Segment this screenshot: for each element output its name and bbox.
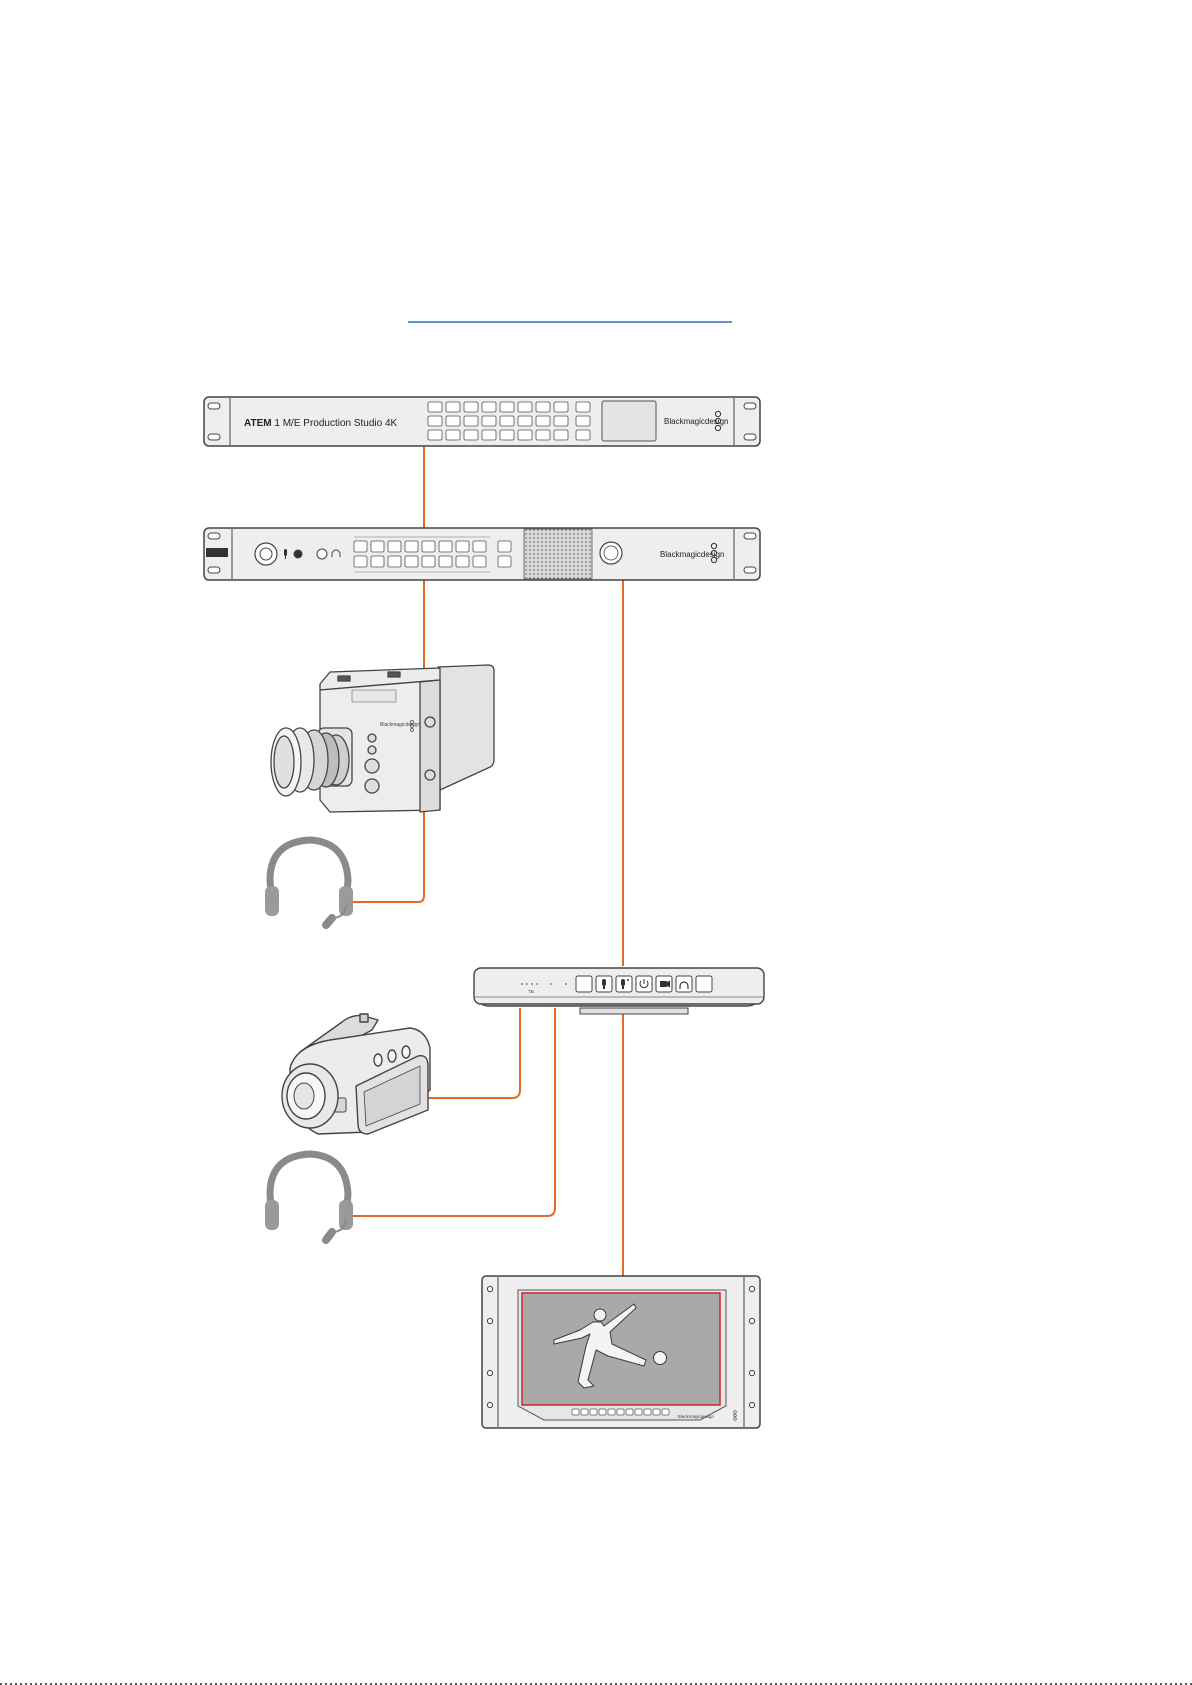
monitor-button-row (572, 1409, 669, 1415)
talkback-indicator: TB (528, 989, 534, 994)
headset-icon (265, 1154, 353, 1240)
talkback-unit: TB (474, 968, 764, 1014)
headset-icon (265, 840, 353, 925)
rack-monitor: Blackmagicdesign (482, 1276, 760, 1428)
camera-hood (438, 665, 494, 790)
talkback-button-7 (696, 976, 712, 992)
monitor-brand: Blackmagicdesign (678, 1414, 715, 1419)
studio-camera: Blackmagicdesign (271, 665, 494, 812)
volume-knob (600, 542, 622, 564)
switcher-model-name: 1 M/E Production Studio 4K (272, 418, 398, 429)
speaker-grille (524, 529, 592, 579)
camcorder-button-1 (374, 1054, 382, 1066)
camcorder (282, 1014, 430, 1134)
headphone-jack-icon (294, 550, 302, 558)
cable-camera-to-headset (350, 812, 424, 902)
camcorder-button-2 (388, 1050, 396, 1062)
talkback-converter: Blackmagicdesign (204, 528, 760, 580)
switcher-button-grid (428, 402, 590, 440)
camcorder-button-3 (402, 1046, 410, 1058)
switcher-lcd (602, 401, 656, 441)
camera-brand: Blackmagicdesign (380, 722, 421, 728)
atem-switcher: ATEM 1 M/E Production Studio 4K Blackmag… (204, 397, 760, 446)
camera-side-panel (420, 680, 440, 812)
converter-badge (206, 548, 228, 557)
talkback-button-6 (676, 976, 692, 992)
talkback-button-1 (576, 976, 592, 992)
xlr-connector-icon (255, 543, 277, 565)
svg-text:ATEM 1 M/E Production Studio 4: ATEM 1 M/E Production Studio 4K (244, 418, 398, 429)
camera-icon (660, 981, 670, 988)
switcher-model-bold: ATEM (244, 418, 272, 429)
cable-talkback-to-camcorder (424, 1008, 520, 1098)
